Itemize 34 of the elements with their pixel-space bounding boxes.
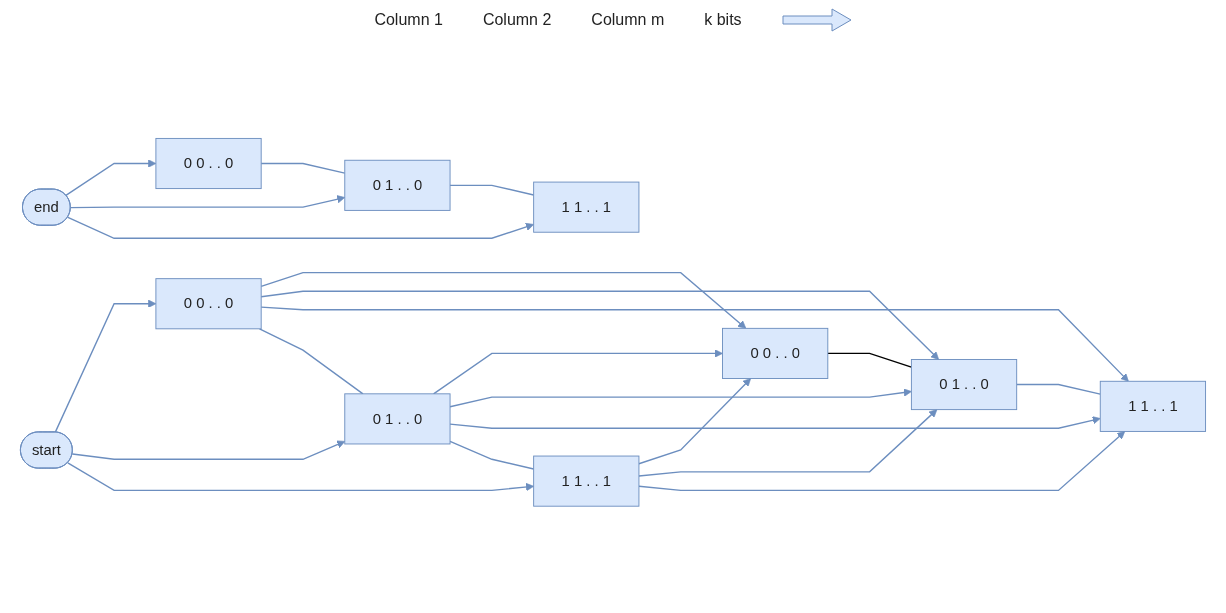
- arrow: [638, 378, 751, 465]
- arrow: [449, 388, 912, 408]
- node-box: 0 0 . . 0: [155, 278, 262, 330]
- connector: [449, 184, 535, 196]
- node-box: 0 0 . . 0: [155, 138, 262, 190]
- connector: [260, 163, 346, 175]
- arrow: [432, 349, 723, 395]
- arrow: [638, 409, 938, 477]
- column-label: Column 1: [374, 11, 443, 29]
- arrow: [71, 440, 346, 461]
- connector: [827, 352, 913, 369]
- node-box: 0 1 . . 0: [910, 359, 1018, 411]
- node-box: 1 1 . . 1: [533, 181, 640, 233]
- node-box: 1 1 . . 1: [1099, 381, 1207, 433]
- node-box: 0 1 . . 0: [344, 159, 451, 212]
- arrow: [260, 290, 940, 360]
- arrow: [260, 272, 747, 329]
- arrow: [70, 195, 346, 209]
- arrow: [638, 431, 1126, 492]
- arrow: [54, 299, 157, 434]
- column-label: Column 2: [482, 11, 552, 29]
- arrow: [67, 216, 534, 240]
- arrow: [449, 416, 1101, 430]
- arrow: [67, 462, 534, 492]
- connector: [449, 440, 535, 470]
- connector: [1016, 384, 1101, 396]
- arrow: [65, 159, 157, 197]
- connector: [258, 328, 364, 395]
- arrow: [260, 306, 1129, 382]
- column-label: Column m: [591, 11, 665, 29]
- node-box: 0 1 . . 0: [344, 393, 451, 445]
- column-label: k bits: [704, 11, 742, 29]
- node-box: 1 1 . . 1: [533, 455, 640, 507]
- node-box: 0 0 . . 0: [722, 328, 829, 380]
